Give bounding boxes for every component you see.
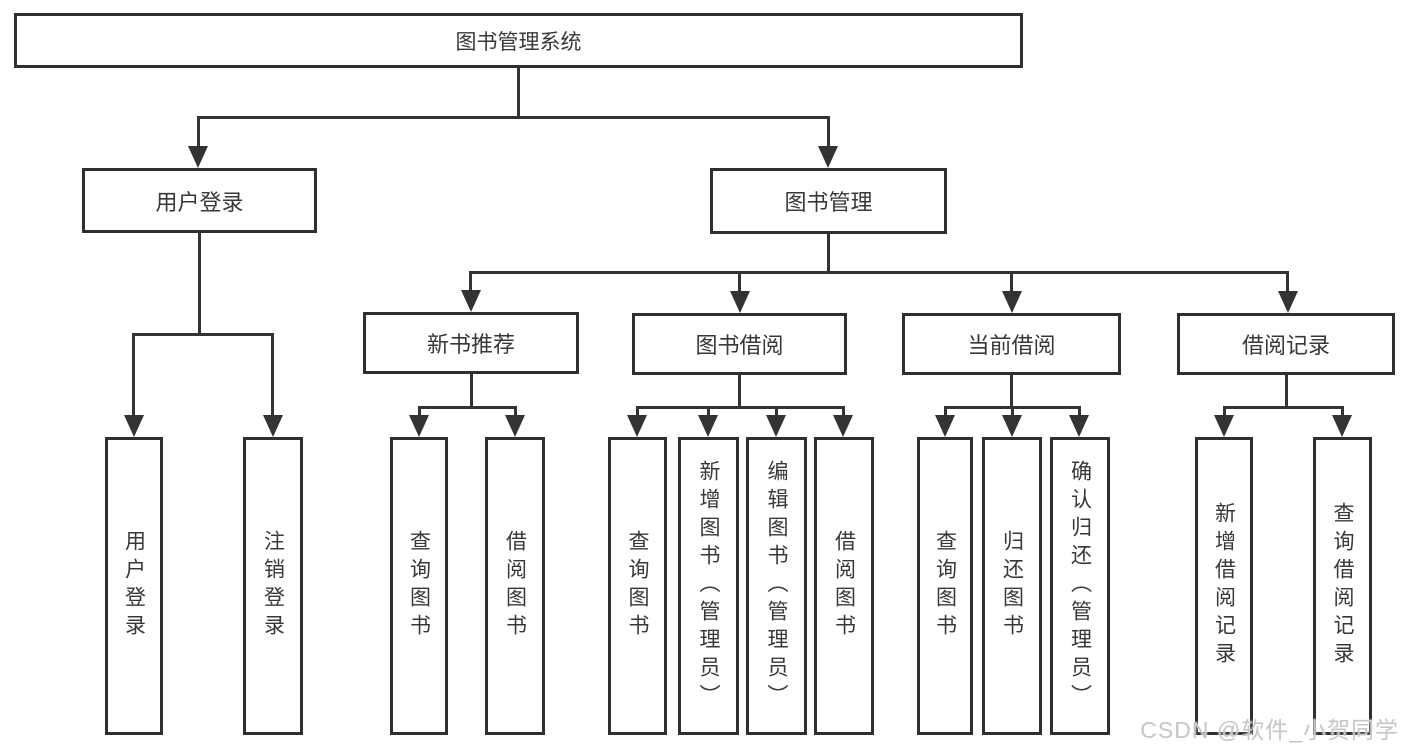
leaf-add-borrow-record: 新增借阅记录	[1195, 437, 1253, 735]
arrowhead-down	[188, 146, 208, 168]
arrowhead-down	[461, 290, 481, 312]
arrowhead-down	[1214, 415, 1234, 437]
node-book-management-label: 图书管理	[784, 190, 873, 215]
line	[469, 271, 472, 293]
leaf-user-login-label: 用户登录	[122, 530, 146, 642]
node-book-borrowing-label: 图书借阅	[695, 333, 784, 358]
arrowhead-down	[818, 146, 838, 168]
node-borrowing-records: 借阅记录	[1177, 313, 1395, 375]
arrowhead-down	[1002, 291, 1022, 313]
arrowhead-down	[1278, 291, 1298, 313]
line	[944, 406, 947, 418]
leaf-query-books-recommend: 查询图书	[390, 437, 448, 735]
node-book-borrowing: 图书借阅	[632, 313, 847, 375]
line	[271, 333, 274, 417]
csdn-watermark: CSDN @软件_小贺同学	[1140, 717, 1399, 743]
node-current-borrowing: 当前借阅	[902, 313, 1121, 375]
leaf-confirm-return-admin: 确认归还（管理员）	[1050, 437, 1110, 735]
arrowhead-down	[627, 415, 647, 437]
leaf-confirm-return-admin-label: 确认归还（管理员）	[1068, 460, 1092, 712]
leaf-add-books-admin: 新增图书（管理员）	[678, 437, 739, 735]
node-user-login: 用户登录	[82, 168, 317, 233]
arrowhead-down	[1002, 415, 1022, 437]
leaf-query-books-recommend-label: 查询图书	[407, 530, 431, 642]
node-root: 图书管理系统	[14, 13, 1023, 68]
leaf-logout: 注销登录	[243, 437, 303, 735]
line	[517, 68, 520, 118]
leaf-user-login: 用户登录	[105, 437, 163, 735]
leaf-add-books-admin-label: 新增图书（管理员）	[697, 460, 720, 712]
line	[197, 116, 200, 148]
line	[1285, 375, 1288, 409]
line	[1223, 406, 1226, 418]
line	[707, 406, 710, 418]
arrowhead-down	[1332, 415, 1352, 437]
arrowhead-down	[833, 415, 853, 437]
node-current-borrowing-label: 当前借阅	[967, 333, 1056, 358]
leaf-return-books-label: 归还图书	[1000, 530, 1024, 642]
line	[198, 233, 201, 336]
line	[197, 116, 830, 119]
arrowhead-down	[124, 415, 144, 437]
line	[418, 406, 421, 418]
arrowhead-down	[698, 415, 718, 437]
arrowhead-down	[730, 291, 750, 313]
line	[418, 406, 517, 409]
node-book-management: 图书管理	[710, 168, 947, 234]
leaf-borrow-books: 借阅图书	[814, 437, 874, 735]
leaf-add-borrow-record-label: 新增借阅记录	[1212, 502, 1236, 670]
node-user-login-label: 用户登录	[155, 189, 244, 215]
arrowhead-down	[505, 415, 525, 437]
leaf-query-books-borrowing-label: 查询图书	[626, 530, 649, 642]
leaf-borrow-books-recommend-label: 借阅图书	[503, 530, 527, 642]
line	[1010, 375, 1013, 409]
node-new-book-recommendation: 新书推荐	[363, 312, 579, 374]
line	[827, 234, 830, 274]
leaf-return-books: 归还图书	[982, 437, 1042, 735]
line	[132, 333, 274, 336]
line	[636, 406, 844, 409]
node-root-label: 图书管理系统	[455, 30, 582, 54]
leaf-query-borrow-record-label: 查询借阅记录	[1331, 502, 1354, 670]
leaf-borrow-books-recommend: 借阅图书	[485, 437, 545, 735]
line	[469, 271, 1289, 274]
line	[514, 406, 517, 418]
line	[1286, 271, 1289, 293]
leaf-query-books-borrowing: 查询图书	[608, 437, 667, 735]
line	[636, 406, 639, 418]
leaf-edit-books-admin-label: 编辑图书（管理员）	[765, 460, 788, 712]
leaf-logout-label: 注销登录	[261, 530, 285, 642]
line	[827, 116, 830, 148]
leaf-query-borrow-record: 查询借阅记录	[1313, 437, 1372, 735]
line	[1223, 406, 1344, 409]
arrowhead-down	[263, 415, 283, 437]
line	[775, 406, 778, 418]
arrowhead-down	[935, 415, 955, 437]
line	[738, 375, 741, 409]
arrowhead-down	[766, 415, 786, 437]
leaf-borrow-books-label: 借阅图书	[832, 530, 856, 642]
arrowhead-down	[409, 415, 429, 437]
line	[738, 271, 741, 293]
line	[1010, 271, 1013, 293]
line	[132, 333, 135, 417]
line	[1011, 406, 1014, 418]
line	[1078, 406, 1081, 418]
node-new-book-recommendation-label: 新书推荐	[426, 332, 515, 357]
line	[470, 374, 473, 409]
leaf-edit-books-admin: 编辑图书（管理员）	[746, 437, 807, 735]
line	[1341, 406, 1344, 418]
line	[842, 406, 845, 418]
leaf-query-books-current-label: 查询图书	[933, 530, 957, 642]
node-borrowing-records-label: 借阅记录	[1241, 333, 1330, 358]
arrowhead-down	[1069, 415, 1089, 437]
leaf-query-books-current: 查询图书	[917, 437, 973, 735]
